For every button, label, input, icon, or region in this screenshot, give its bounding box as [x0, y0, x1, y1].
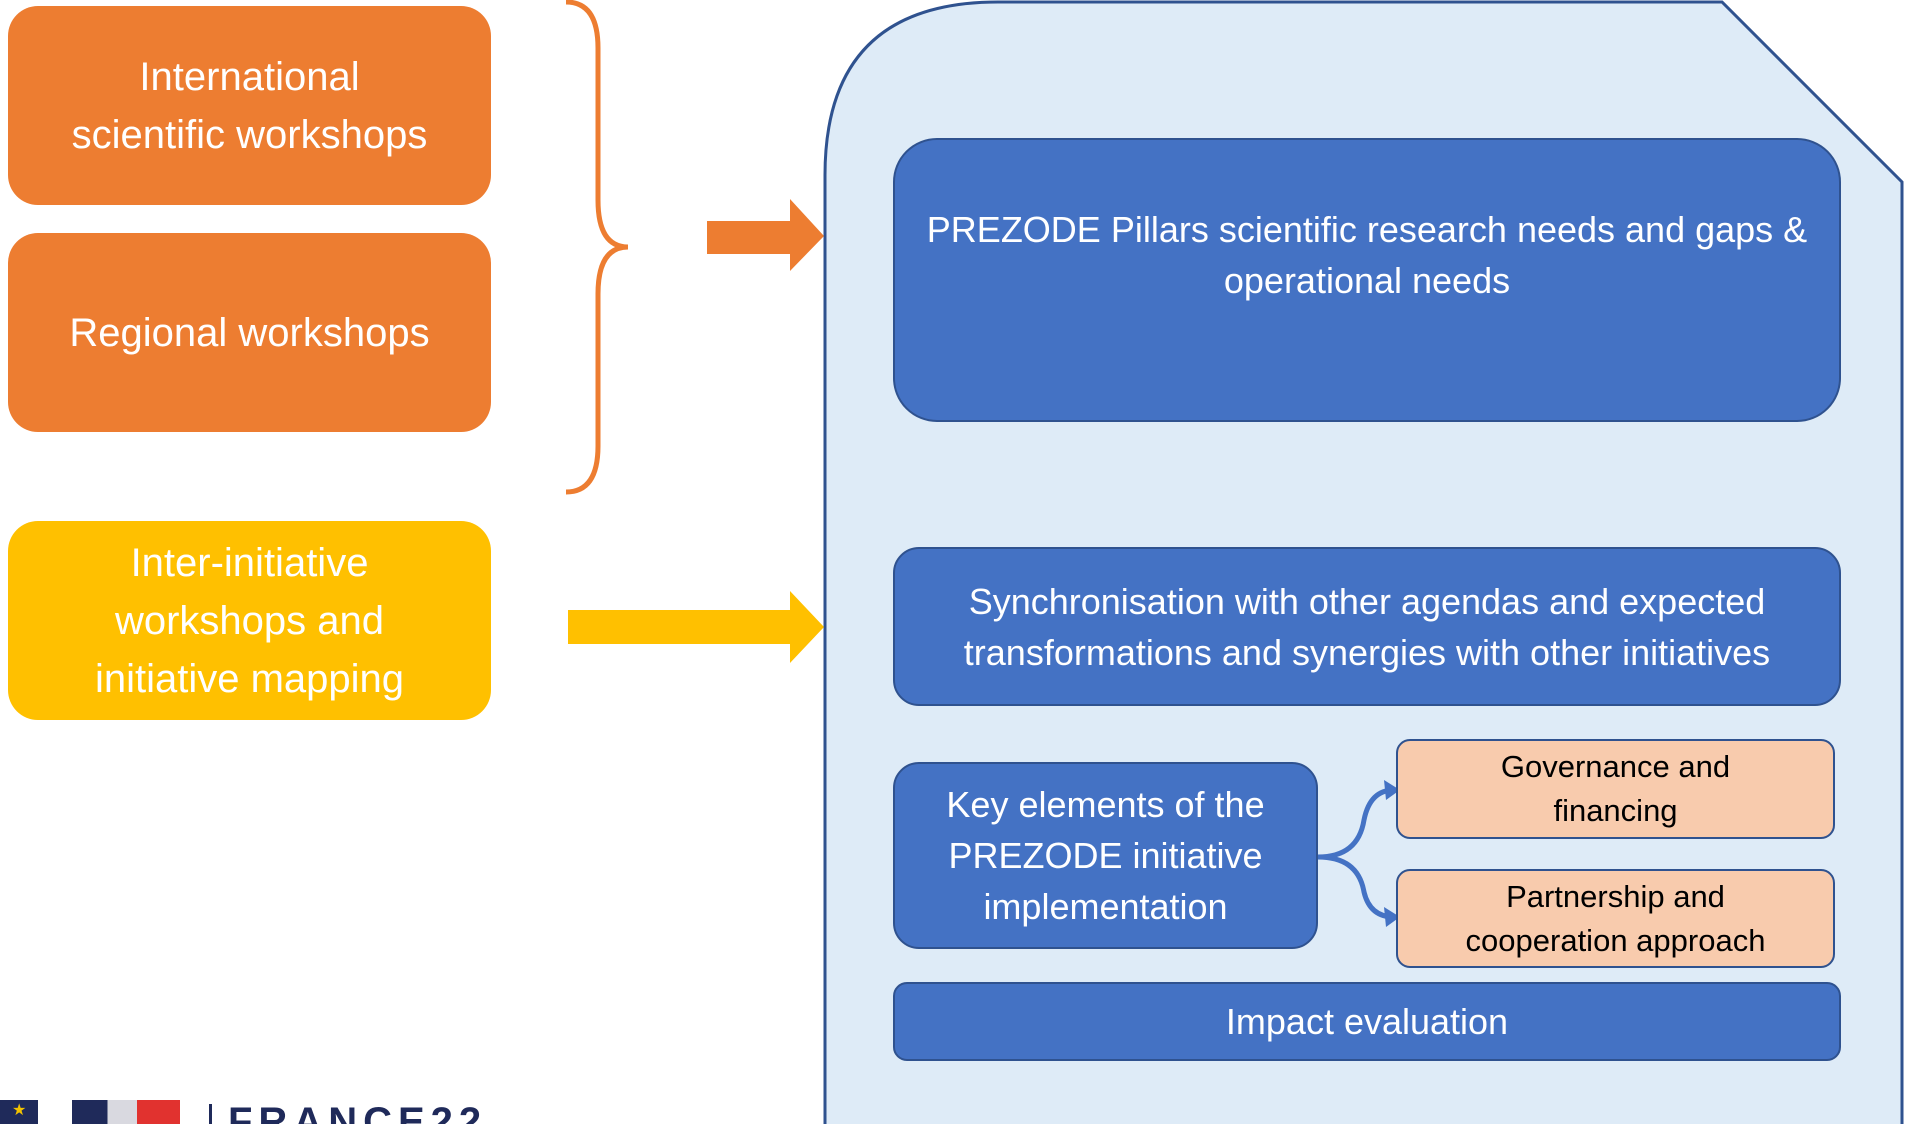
partnership-cooperation-label: Partnership and cooperation approach	[1465, 878, 1766, 958]
arrowhead-partnership	[1384, 907, 1400, 927]
pillars-needs-label: PREZODE Pillars scientific research need…	[926, 209, 1808, 301]
france-flag-icon	[72, 1100, 180, 1124]
synchronisation-box: Synchronisation with other agendas and e…	[893, 547, 1841, 706]
pillars-needs-box: PREZODE Pillars scientific research need…	[893, 138, 1841, 422]
logo-divider	[209, 1104, 212, 1124]
arrowhead-governance	[1384, 780, 1400, 800]
key-elements-box: Key elements of the PREZODE initiative i…	[893, 762, 1318, 949]
governance-financing-label: Governance and financing	[1500, 749, 1731, 828]
logo-text: FRANCE22	[228, 1100, 488, 1124]
inter-initiative-workshops-box: Inter-initiative workshops and initiativ…	[8, 521, 491, 720]
impact-evaluation-box: Impact evaluation	[893, 982, 1841, 1061]
grouping-brace	[565, 0, 629, 495]
branch-connector	[1317, 787, 1395, 920]
orange-arrow	[707, 199, 824, 271]
impact-evaluation-label: Impact evaluation	[1225, 1001, 1509, 1042]
inter-initiative-workshops-label: Inter-initiative workshops and initiativ…	[94, 540, 405, 701]
key-elements-label: Key elements of the PREZODE initiative i…	[946, 784, 1265, 927]
france22-logo: ★ FRANCE22	[0, 1096, 520, 1124]
international-workshops-box: International scientific workshops	[8, 6, 491, 205]
yellow-arrow	[568, 591, 824, 663]
international-workshops-label: International scientific workshops	[71, 54, 428, 157]
eu-flag-icon: ★	[0, 1100, 38, 1124]
governance-financing-box: Governance and financing	[1396, 739, 1835, 839]
regional-workshops-label: Regional workshops	[69, 310, 430, 355]
partnership-cooperation-box: Partnership and cooperation approach	[1396, 869, 1835, 968]
synchronisation-label: Synchronisation with other agendas and e…	[963, 580, 1771, 673]
regional-workshops-box: Regional workshops	[8, 233, 491, 432]
